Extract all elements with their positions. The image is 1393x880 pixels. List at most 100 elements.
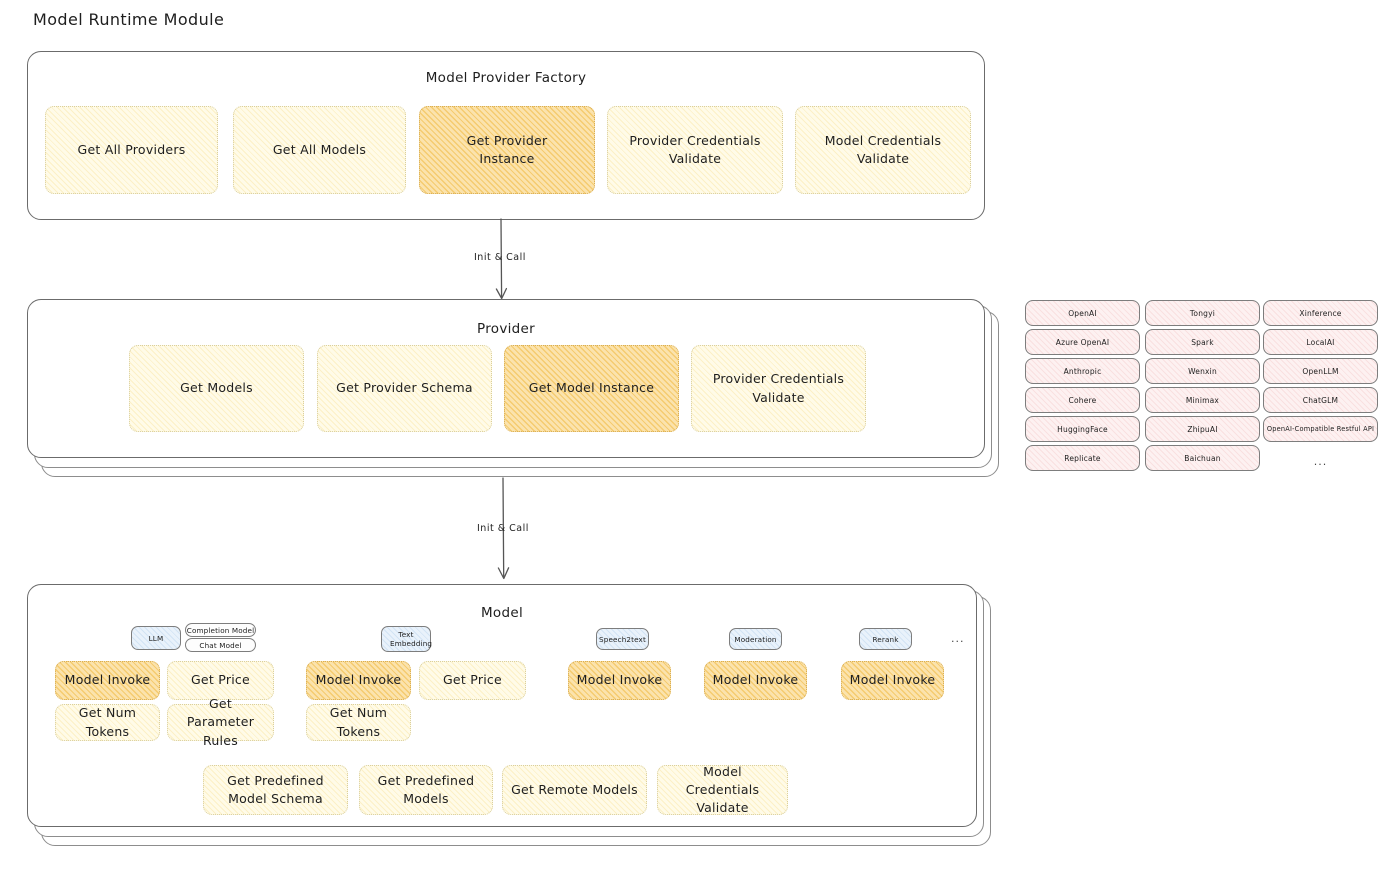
model-badge-moderation[interactable]: Moderation <box>729 628 782 650</box>
pill-label: OpenLLM <box>1302 366 1339 376</box>
model-badge-llm[interactable]: LLM <box>131 626 181 650</box>
provider-pill-spark[interactable]: Spark <box>1145 329 1260 355</box>
provider-pill-chatglm[interactable]: ChatGLM <box>1263 387 1378 413</box>
node-label: Get Provider Schema <box>336 380 473 396</box>
model-node-moderation-model-invoke[interactable]: Model Invoke <box>704 661 807 700</box>
model-badge-more: ... <box>951 632 965 645</box>
model-title: Model <box>480 605 524 621</box>
pill-label: ChatGLM <box>1302 395 1339 405</box>
node-label: Get Parameter Rules <box>186 696 255 748</box>
pill-label: Anthropic <box>1063 366 1102 376</box>
model-badge-completion-model[interactable]: Completion Model <box>185 623 256 637</box>
model-badge-text-embedding[interactable]: Text Embedding <box>381 626 433 652</box>
model-node-embedding-get-price[interactable]: Get Price <box>419 661 526 700</box>
provider-node-get-models[interactable]: Get Models <box>129 345 304 432</box>
model-node-embedding-model-invoke[interactable]: Model Invoke <box>306 661 411 700</box>
node-label: Model Invoke <box>849 672 936 688</box>
model-node-embedding-get-num-tokens[interactable]: Get Num Tokens <box>306 704 411 741</box>
provider-pill-huggingface[interactable]: HuggingFace <box>1025 416 1140 442</box>
badge-label: Chat Model <box>199 640 242 650</box>
model-node-speech2text-model-invoke[interactable]: Model Invoke <box>568 661 671 700</box>
provider-pill-openai[interactable]: OpenAI <box>1025 300 1140 326</box>
node-label: Get Models <box>180 380 253 396</box>
pill-label: Azure OpenAI <box>1055 337 1110 347</box>
factory-node-get-provider-instance[interactable]: Get Provider Instance <box>419 106 595 194</box>
page-title: Model Runtime Module <box>33 10 225 29</box>
node-label: Get Num Tokens <box>329 705 388 739</box>
pill-label: LocalAI <box>1306 337 1335 347</box>
factory-node-get-all-models[interactable]: Get All Models <box>233 106 406 194</box>
provider-pill-wenxin[interactable]: Wenxin <box>1145 358 1260 384</box>
badge-label: Completion Model <box>186 625 255 635</box>
model-badge-rerank[interactable]: Rerank <box>859 628 912 650</box>
model-badge-speech2text[interactable]: Speech2text <box>596 628 649 650</box>
provider-pill-minimax[interactable]: Minimax <box>1145 387 1260 413</box>
arrow-factory-to-provider <box>495 218 508 300</box>
pill-label: Minimax <box>1185 395 1220 405</box>
node-label: Get Price <box>443 672 502 688</box>
badge-label: Rerank <box>872 634 899 644</box>
pill-label: OpenAI-Compatible Restful API <box>1266 425 1375 433</box>
factory-node-get-all-providers[interactable]: Get All Providers <box>45 106 218 194</box>
node-label: Get Predefined Models <box>377 772 475 806</box>
provider-pill-openllm[interactable]: OpenLLM <box>1263 358 1378 384</box>
node-label: Get Remote Models <box>511 781 638 797</box>
model-node-get-remote-models[interactable]: Get Remote Models <box>502 765 647 815</box>
badge-label: ... <box>951 632 965 645</box>
factory-node-provider-credentials-validate[interactable]: Provider Credentials Validate <box>607 106 783 194</box>
node-label: Model Invoke <box>64 672 151 688</box>
node-label: Model Credentials Validate <box>824 132 942 166</box>
pill-label: Xinference <box>1299 308 1342 318</box>
pill-label: Tongyi <box>1189 308 1216 318</box>
arrow-provider-to-model <box>497 477 510 580</box>
provider-pill-zhipuai[interactable]: ZhipuAI <box>1145 416 1260 442</box>
provider-pill-more: ... <box>1263 452 1378 470</box>
provider-title: Provider <box>477 321 535 337</box>
provider-pill-xinference[interactable]: Xinference <box>1263 300 1378 326</box>
provider-pill-azure-openai[interactable]: Azure OpenAI <box>1025 329 1140 355</box>
node-label: Get Price <box>191 672 250 688</box>
node-label: Get Num Tokens <box>78 705 137 739</box>
provider-pill-anthropic[interactable]: Anthropic <box>1025 358 1140 384</box>
node-label: Model Invoke <box>576 672 663 688</box>
provider-node-get-provider-schema[interactable]: Get Provider Schema <box>317 345 492 432</box>
provider-pill-tongyi[interactable]: Tongyi <box>1145 300 1260 326</box>
provider-pill-openai-compatible-restful-api[interactable]: OpenAI-Compatible Restful API <box>1263 416 1378 442</box>
badge-label: Text Embedding <box>390 630 433 648</box>
node-label: Model Credentials Validate <box>685 763 760 816</box>
model-node-llm-get-price[interactable]: Get Price <box>167 661 274 700</box>
provider-pill-localai[interactable]: LocalAI <box>1263 329 1378 355</box>
model-provider-factory-title: Model Provider Factory <box>425 70 587 86</box>
model-badge-chat-model[interactable]: Chat Model <box>185 638 256 652</box>
pill-label: Cohere <box>1068 395 1097 405</box>
pill-label: ... <box>1313 454 1328 468</box>
pill-label: Replicate <box>1064 453 1101 463</box>
model-node-model-credentials-validate[interactable]: Model Credentials Validate <box>657 763 788 816</box>
pill-label: HuggingFace <box>1057 424 1108 434</box>
node-label: Provider Credentials Validate <box>629 132 761 166</box>
node-label: Get Provider Instance <box>466 132 548 166</box>
pill-label: Spark <box>1191 337 1214 347</box>
provider-pill-cohere[interactable]: Cohere <box>1025 387 1140 413</box>
node-label: Model Invoke <box>712 672 799 688</box>
factory-node-model-credentials-validate[interactable]: Model Credentials Validate <box>795 106 971 194</box>
node-label: Get All Models <box>272 141 367 157</box>
node-label: Get All Providers <box>77 141 186 157</box>
provider-node-provider-credentials-validate[interactable]: Provider Credentials Validate <box>691 345 866 432</box>
model-node-llm-model-invoke[interactable]: Model Invoke <box>55 661 160 700</box>
model-node-get-predefined-models[interactable]: Get Predefined Models <box>359 765 493 815</box>
model-node-rerank-model-invoke[interactable]: Model Invoke <box>841 661 944 700</box>
pill-label: Baichuan <box>1184 453 1221 463</box>
model-node-llm-get-num-tokens[interactable]: Get Num Tokens <box>55 704 160 741</box>
badge-label: Moderation <box>734 634 777 644</box>
model-node-llm-get-parameter-rules[interactable]: Get Parameter Rules <box>167 696 274 748</box>
provider-pill-replicate[interactable]: Replicate <box>1025 445 1140 471</box>
provider-pill-baichuan[interactable]: Baichuan <box>1145 445 1260 471</box>
model-node-get-predefined-model-schema[interactable]: Get Predefined Model Schema <box>203 765 348 815</box>
pill-label: Wenxin <box>1188 366 1217 376</box>
provider-node-get-model-instance[interactable]: Get Model Instance <box>504 345 679 432</box>
node-label: Provider Credentials Validate <box>712 371 845 405</box>
node-label: Get Model Instance <box>528 380 655 396</box>
arrow-provider-to-model-label: Init & Call <box>477 523 529 534</box>
